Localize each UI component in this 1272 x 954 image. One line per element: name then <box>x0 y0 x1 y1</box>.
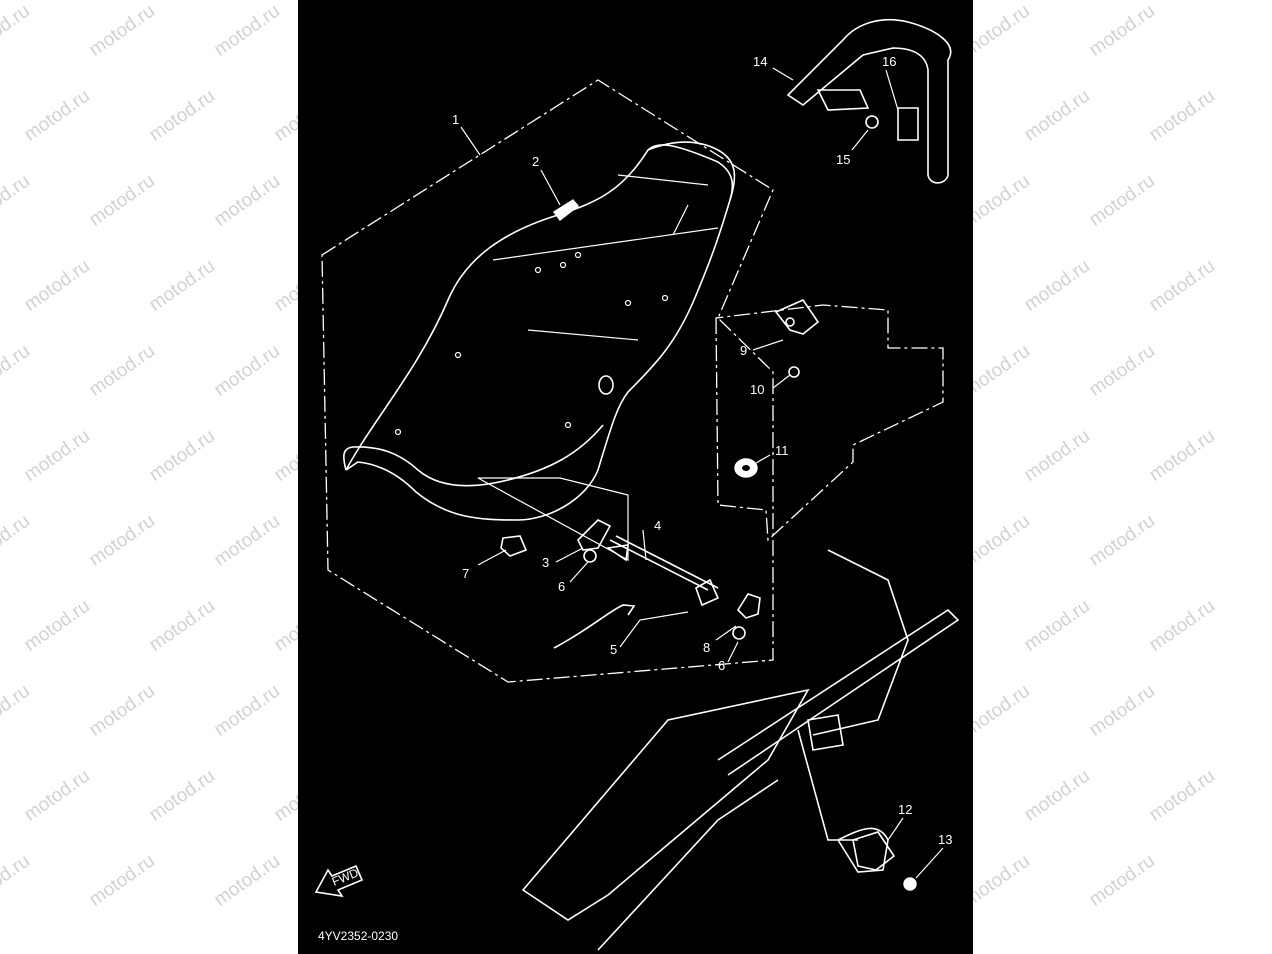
watermark-text: motod.ru <box>145 595 219 656</box>
watermark-text: motod.ru <box>210 340 284 401</box>
watermark-text: motod.ru <box>1020 765 1094 826</box>
watermark-text: motod.ru <box>85 680 159 741</box>
callout-1: 1 <box>452 112 459 127</box>
part-12-bracket <box>852 831 896 871</box>
callout-14: 14 <box>753 54 767 69</box>
watermark-text: motod.ru <box>1085 170 1159 231</box>
callout-15: 15 <box>836 152 850 167</box>
watermark-text: motod.ru <box>20 85 94 146</box>
fitting-assembly-boundary <box>715 304 944 542</box>
watermark-text: motod.ru <box>85 340 159 401</box>
callout-4: 4 <box>654 518 661 533</box>
watermark-text: motod.ru <box>145 425 219 486</box>
callout-7: 7 <box>462 566 469 581</box>
watermark-text: motod.ru <box>0 850 34 911</box>
watermark-text: motod.ru <box>1085 510 1159 571</box>
watermark-text: motod.ru <box>85 850 159 911</box>
watermark-text: motod.ru <box>20 255 94 316</box>
callout-10: 10 <box>750 382 764 397</box>
watermark-text: motod.ru <box>145 255 219 316</box>
watermark-text: motod.ru <box>1145 765 1219 826</box>
parts-diagram: 1 2 3 4 5 6 7 8 6 9 10 11 12 13 14 15 16… <box>314 18 960 951</box>
callout-8: 8 <box>703 640 710 655</box>
watermark-text: motod.ru <box>0 170 34 231</box>
watermark-text: motod.ru <box>20 765 94 826</box>
callout-labels: 1 2 3 4 5 6 7 8 6 9 10 11 12 13 14 15 16 <box>452 54 952 847</box>
parts-diagram-panel: 1 2 3 4 5 6 7 8 6 9 10 11 12 13 14 15 16… <box>298 0 973 954</box>
callout-5: 5 <box>610 642 617 657</box>
leader-lines <box>460 67 944 879</box>
part-2-tab <box>552 199 580 221</box>
callout-6: 6 <box>558 579 565 594</box>
callout-16: 16 <box>882 54 896 69</box>
watermark-text: motod.ru <box>1020 425 1094 486</box>
watermark-text: motod.ru <box>1085 850 1159 911</box>
seat <box>343 141 736 562</box>
callout-12: 12 <box>898 802 912 817</box>
watermark-text: motod.ru <box>1145 255 1219 316</box>
part-4-rod <box>605 535 720 607</box>
watermark-text: motod.ru <box>0 340 34 401</box>
callout-9: 9 <box>740 343 747 358</box>
fwd-arrow-icon: FWD <box>314 864 364 898</box>
fwd-label: FWD <box>330 865 361 888</box>
watermark-text: motod.ru <box>145 85 219 146</box>
callout-2: 2 <box>532 154 539 169</box>
watermark-text: motod.ru <box>20 595 94 656</box>
callout-6b: 6 <box>718 658 725 673</box>
watermark-text: motod.ru <box>1020 595 1094 656</box>
part-13-bolt <box>903 877 917 891</box>
watermark-text: motod.ru <box>1085 340 1159 401</box>
watermark-text: motod.ru <box>210 170 284 231</box>
callout-13: 13 <box>938 832 952 847</box>
part-7-damper <box>500 535 528 557</box>
watermark-text: motod.ru <box>0 510 34 571</box>
part-5-cable <box>553 604 636 649</box>
part-14-grab-bar <box>786 18 952 184</box>
watermark-text: motod.ru <box>85 170 159 231</box>
watermark-text: motod.ru <box>0 0 34 61</box>
watermark-text: motod.ru <box>210 850 284 911</box>
watermark-text: motod.ru <box>1085 0 1159 61</box>
watermark-text: motod.ru <box>210 510 284 571</box>
watermark-text: motod.ru <box>1020 85 1094 146</box>
diagram-code: 4YV2352-0230 <box>318 929 398 943</box>
part-8-lever <box>732 593 761 640</box>
watermark-text: motod.ru <box>85 510 159 571</box>
watermark-text: motod.ru <box>1020 255 1094 316</box>
callout-11: 11 <box>775 443 789 458</box>
frame <box>521 549 960 951</box>
watermark-text: motod.ru <box>145 765 219 826</box>
watermark-text: motod.ru <box>85 0 159 61</box>
watermark-text: motod.ru <box>20 425 94 486</box>
watermark-text: motod.ru <box>1145 85 1219 146</box>
watermark-text: motod.ru <box>1085 680 1159 741</box>
watermark-text: motod.ru <box>1145 425 1219 486</box>
part-9-bracket <box>774 298 820 378</box>
watermark-text: motod.ru <box>1145 595 1219 656</box>
watermark-text: motod.ru <box>210 680 284 741</box>
callout-3: 3 <box>542 555 549 570</box>
watermark-text: motod.ru <box>210 0 284 61</box>
part-11-grommet <box>734 458 758 478</box>
seat-assembly-boundary <box>321 79 774 683</box>
watermark-text: motod.ru <box>0 680 34 741</box>
